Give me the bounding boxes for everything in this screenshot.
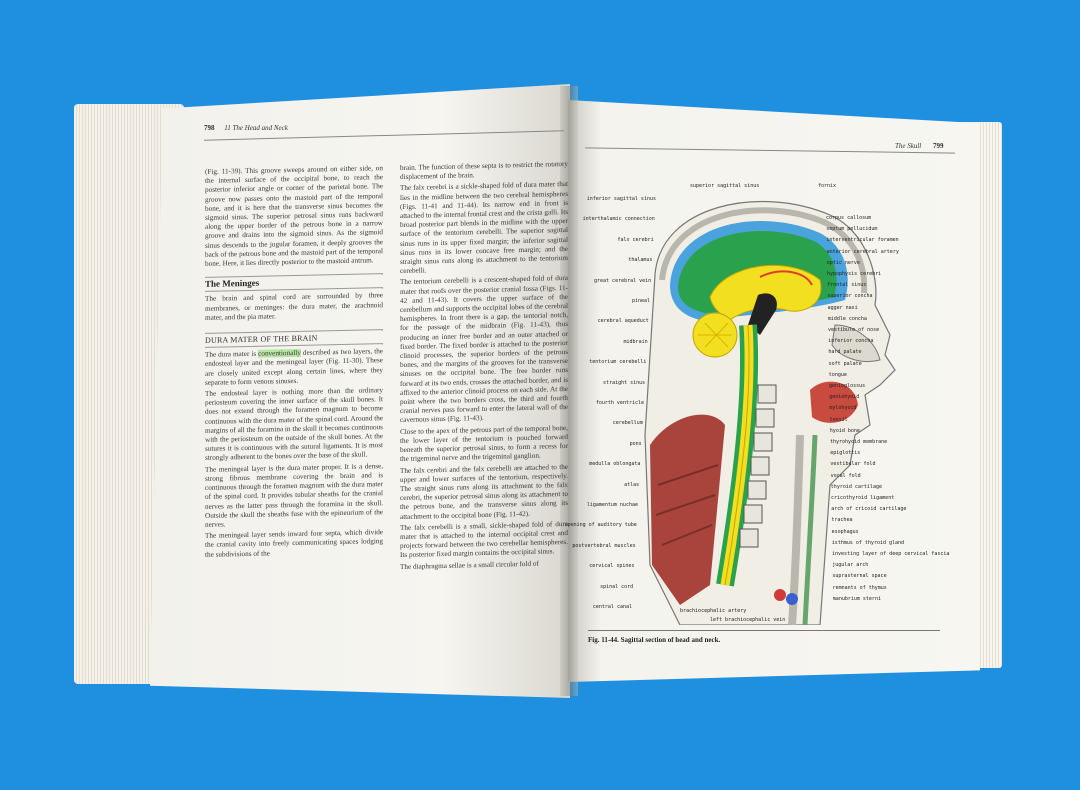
figure-label: tentorium cerebelli — [589, 359, 647, 366]
paragraph: The brain and spinal cord are surrounded… — [205, 291, 383, 322]
paragraph: The tentorium cerebelli is a crescent-sh… — [400, 274, 568, 425]
figure-label: manubrium sterni — [832, 595, 881, 602]
text-column-1: (Fig. 11-39). This groove sweeps around … — [205, 164, 383, 561]
figure-label: superior sagittal sinus — [690, 183, 760, 189]
figure-label: agger nasi — [827, 304, 858, 311]
figure-label: atlas — [624, 481, 640, 488]
left-running-head: 11 The Head and Neck — [224, 124, 288, 132]
figure-label: pons — [629, 440, 642, 447]
paragraph: The falx cerebelli is a small, sickle-sh… — [400, 519, 568, 560]
highlighted-word: conventionally — [258, 349, 301, 359]
figure-label: inferior sagittal sinus — [586, 196, 656, 202]
figure-label: septum pellucidum — [826, 226, 878, 233]
figure-rule — [588, 630, 940, 631]
figure-label: falx cerebri — [617, 236, 654, 243]
figure-label: thalamus — [628, 257, 653, 264]
right-page-header: The Skull 799 — [895, 142, 944, 150]
figure-caption: Fig. 11-44. Sagittal section of head and… — [588, 636, 721, 644]
figure-label: frontal sinus — [827, 282, 867, 289]
figure-label: spinal cord — [600, 583, 634, 590]
figure-label: tonsil — [829, 416, 848, 423]
right-running-head: The Skull — [895, 142, 922, 150]
figure-label: thyroid cartilage — [830, 483, 882, 490]
figure-label: great cerebral vein — [594, 277, 652, 284]
figure-label: arch of cricoid cartilage — [831, 506, 907, 513]
figure-label: interthalamic connection — [582, 216, 655, 223]
left-page-number: 798 — [204, 124, 215, 132]
figure-label: middle concha — [827, 315, 867, 322]
figure-label: vestibular fold — [830, 461, 876, 468]
figure-label: pineal — [631, 298, 650, 304]
figure-label: interventricular foramen — [826, 237, 899, 244]
figure-label: investing layer of deep cervical fascia — [832, 551, 950, 557]
paragraph: The falx cerebri is a sickle-shaped fold… — [400, 180, 568, 276]
figure-label: soft palate — [828, 360, 862, 367]
figure-label: remnants of thymus — [832, 584, 887, 591]
figure-label: esophagus — [831, 528, 859, 535]
figure-label: jugular arch — [832, 562, 869, 569]
figure-label: hypophysis cerebri — [827, 271, 882, 277]
figure-label: corpus callosum — [826, 215, 872, 221]
figure-label: central canal — [592, 604, 632, 610]
book-gutter — [560, 86, 578, 696]
paragraph: The meningeal layer is the dura mater pr… — [205, 461, 383, 529]
sagittal-section-illustration — [644, 200, 896, 625]
heading-dura-mater: DURA MATER OF THE BRAIN — [205, 329, 383, 349]
figure-label: superior concha — [827, 293, 873, 300]
paragraph: The falx cerebri and the falx cerebelli … — [400, 462, 568, 521]
figure-label: thyrohyoid membrane — [830, 439, 888, 445]
figure-label: epiglottis — [830, 450, 861, 457]
figure-label: hard palate — [828, 349, 862, 356]
right-page-number: 799 — [933, 142, 944, 150]
figure-label: suprasternal space — [832, 573, 887, 580]
figure-label: tongue — [828, 371, 847, 378]
paragraph: The meningeal layer sends inward four se… — [205, 528, 383, 559]
figure-label: mylohyoid — [829, 405, 857, 412]
figure-label: hyoid bone — [829, 427, 860, 434]
figure-label: cerebellum — [612, 420, 643, 427]
figure-label: isthmus of thyroid gland — [831, 539, 905, 546]
figure-label: ligamentum nuchae — [586, 502, 638, 508]
paragraph: The dura mater is conventionally describ… — [205, 347, 383, 388]
figure-label: midbrain — [623, 338, 648, 345]
figure-label: cerebral aqueduct — [597, 318, 649, 325]
figure-label: vestibule of nose — [828, 327, 880, 333]
paragraph: brain. The function of these septa is to… — [400, 159, 568, 182]
figure-label: left brachiocephalic vein — [710, 617, 786, 623]
heading-meninges: The Meninges — [205, 273, 383, 293]
paragraph: The endosteal layer is nothing more than… — [205, 386, 383, 463]
text-column-2: brain. The function of these septa is to… — [400, 160, 568, 574]
figure-label: trachea — [831, 517, 853, 524]
figure-label: postvertebral muscles — [572, 542, 636, 549]
paragraph: Close to the apex of the petrous part of… — [400, 423, 568, 464]
paragraph: The diaphragma sellae is a small circula… — [400, 559, 539, 571]
figure-label: medulla oblongata — [589, 461, 641, 468]
figure-label: optic nerve — [826, 259, 860, 266]
figure-label: geniohyoid — [829, 394, 860, 401]
paragraph: (Fig. 11-39). This groove sweeps around … — [205, 164, 383, 268]
left-page-header: 798 11 The Head and Neck — [204, 124, 288, 132]
figure-label: cervical spines — [589, 563, 635, 570]
figure-label: vocal fold — [830, 472, 861, 479]
figure-label: brachiocephalic artery — [680, 608, 747, 614]
figure-label: inferior concha — [828, 338, 874, 345]
figure-label: opening of auditory tube — [564, 522, 637, 529]
figure-label: anterior cerebral artery — [826, 248, 899, 255]
left-page — [150, 84, 570, 698]
figure-label: straight sinus — [603, 379, 646, 386]
figure-label: genioglossus — [829, 383, 866, 389]
text-run: The dura mater is — [205, 350, 259, 360]
figure-label: cricothyroid ligament — [831, 495, 895, 501]
figure-label: fornix — [818, 183, 837, 189]
figure-label: fourth ventricle — [595, 400, 644, 406]
